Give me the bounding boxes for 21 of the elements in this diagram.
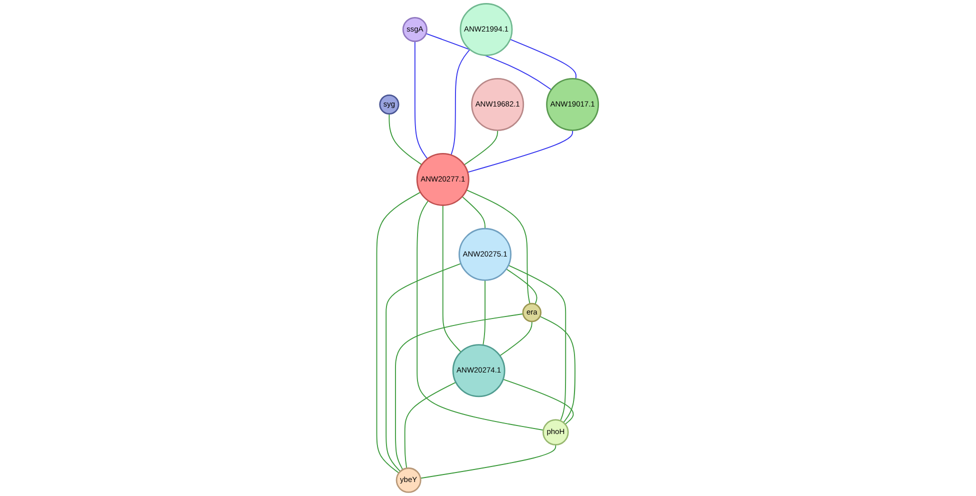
connector — [420, 444, 557, 479]
connector — [376, 192, 422, 474]
connector — [466, 189, 531, 304]
connector — [404, 382, 457, 469]
connector — [389, 113, 423, 166]
connector — [506, 268, 538, 305]
connector — [417, 200, 544, 431]
connector — [462, 196, 486, 230]
connector — [395, 313, 524, 470]
connector — [503, 378, 574, 425]
connector — [510, 38, 577, 80]
connector — [508, 264, 567, 422]
connector — [468, 130, 574, 173]
connector — [500, 321, 533, 356]
connector — [451, 48, 471, 156]
connector — [442, 204, 462, 352]
connector — [483, 280, 486, 346]
connector — [540, 316, 576, 424]
connector — [414, 40, 428, 160]
connector — [386, 263, 462, 472]
connector — [464, 130, 498, 166]
